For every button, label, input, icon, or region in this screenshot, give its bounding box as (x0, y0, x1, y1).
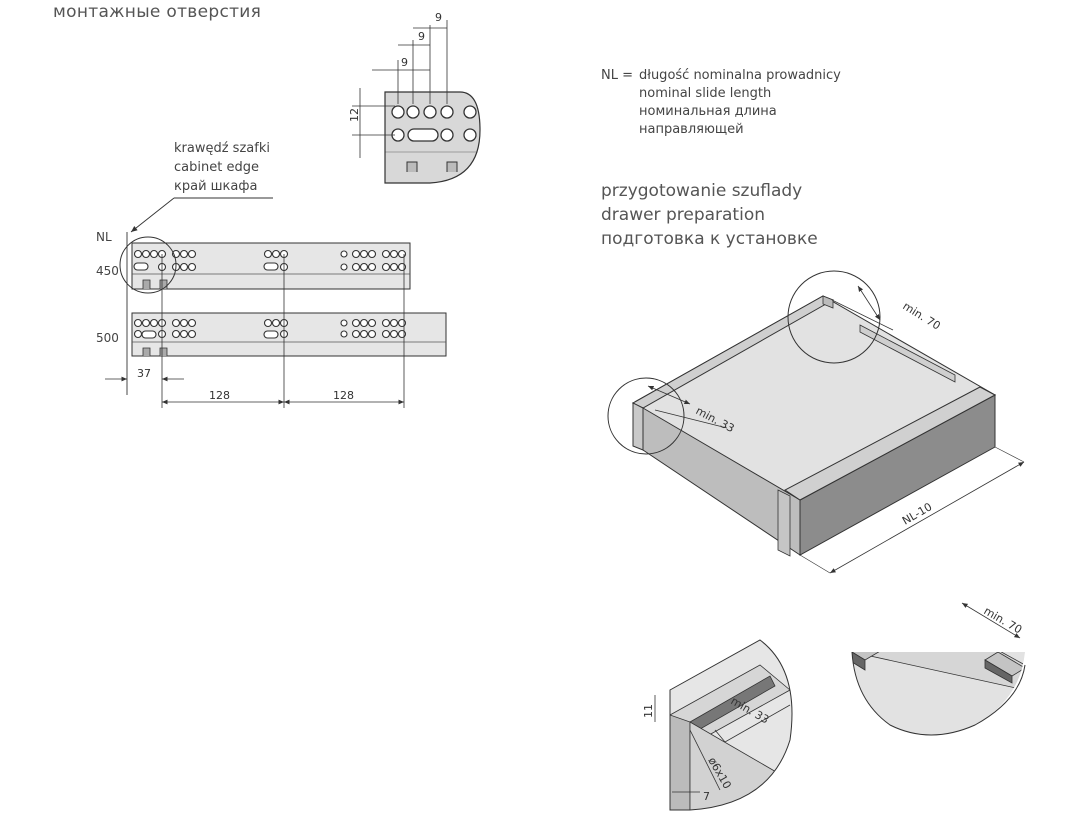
cabinet-edge-label-pl: krawędź szafki (174, 141, 270, 156)
dim-back-min70: min. 70 (900, 300, 942, 333)
slide-length-450: 450 (96, 264, 119, 278)
nl-legend-prefix: NL = (601, 68, 633, 83)
detail-a (654, 639, 793, 811)
drawer-prep-title-pl: przygotowanie szuflady (601, 181, 803, 201)
nl-legend-line-4: направляющей (639, 122, 744, 137)
detail-a-dim-bottom: 7 (703, 790, 710, 803)
detail-dim-h3: 9 (401, 56, 408, 69)
nl-legend-line-3: номинальная длина (639, 104, 777, 119)
cabinet-edge-label-ru: край шкафа (174, 179, 258, 194)
detail-a-dim-left: 11 (642, 704, 655, 718)
nl-axis-label: NL (96, 230, 112, 244)
hole-detail: 9 9 9 12 (348, 11, 481, 184)
detail-dim-v: 12 (348, 108, 361, 122)
slide-450 (119, 236, 411, 294)
slide-length-500: 500 (96, 331, 119, 345)
detail-b-dim-top: min. 70 (982, 604, 1025, 636)
drawer-prep-title-en: drawer preparation (601, 205, 765, 225)
slide-500 (131, 312, 447, 357)
nl-legend-line-1: długość nominalna prowadnicy (639, 68, 841, 83)
nl-legend-line-2: nominal slide length (639, 86, 772, 101)
mounting-holes-heading: монтажные отверстия (53, 2, 262, 22)
detail-dim-h2: 9 (418, 30, 425, 43)
dim-pitch-a: 128 (209, 389, 230, 402)
drawer-prep-title-ru: подготовка к установке (601, 229, 818, 249)
cabinet-edge-label-en: cabinet edge (174, 160, 259, 175)
detail-dim-h1: 9 (435, 11, 442, 24)
dim-pitch-b: 128 (333, 389, 354, 402)
drawer-isometric (607, 270, 1025, 574)
dim-offset-37: 37 (137, 367, 151, 380)
